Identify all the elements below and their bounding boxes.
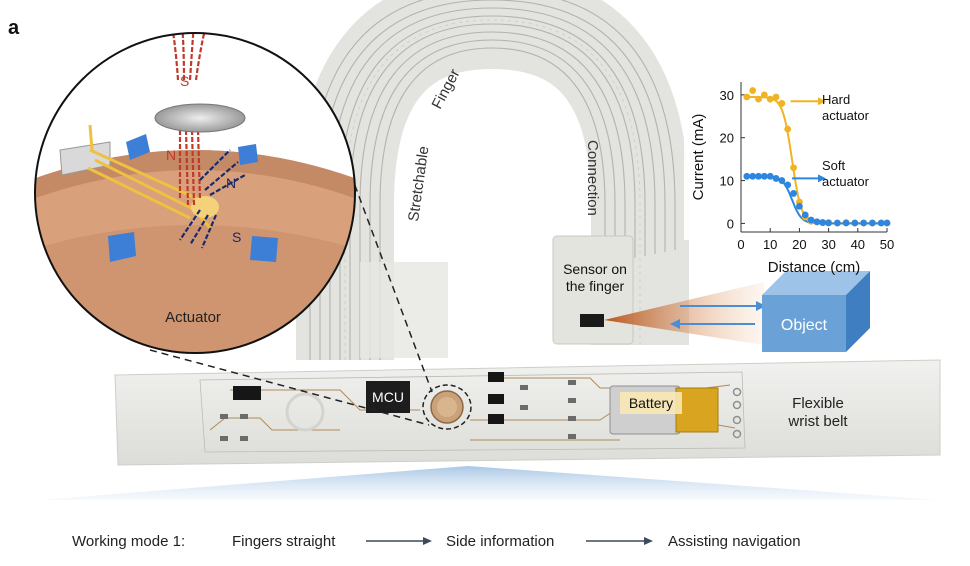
workflow-row: Working mode 1: Fingers straight Side in… bbox=[72, 533, 801, 550]
x-tick-label: 40 bbox=[851, 237, 865, 252]
data-point-soft bbox=[796, 202, 803, 210]
data-point-soft bbox=[784, 181, 792, 189]
object-label: Object bbox=[781, 317, 828, 334]
data-point-soft bbox=[825, 219, 832, 227]
zoom-line-upper bbox=[337, 139, 433, 393]
y-tick-label: 20 bbox=[720, 131, 734, 146]
belt-expansion-fan bbox=[40, 466, 940, 500]
data-point-soft bbox=[877, 219, 885, 227]
sensor-chip bbox=[580, 314, 604, 327]
data-point-soft bbox=[760, 172, 768, 180]
actuator-label: Actuator bbox=[165, 309, 221, 326]
x-tick-label: 30 bbox=[821, 237, 835, 252]
sensing-beam bbox=[604, 282, 764, 345]
pole-s-bottom: S bbox=[232, 229, 241, 245]
data-point-soft bbox=[766, 172, 774, 180]
data-point-soft bbox=[883, 219, 891, 227]
data-point-hard bbox=[778, 100, 786, 107]
data-point-hard bbox=[766, 95, 774, 103]
legend-arrow-head bbox=[818, 174, 826, 183]
data-point-soft bbox=[833, 219, 841, 227]
data-point-soft bbox=[790, 190, 797, 197]
battery-label: Battery bbox=[629, 395, 673, 411]
workflow-arrow-2 bbox=[586, 537, 653, 545]
stretchable-finger bbox=[296, 0, 689, 360]
pole-n-right: N bbox=[226, 175, 236, 191]
belt-label-line2: wrist belt bbox=[787, 413, 848, 430]
data-point-hard bbox=[790, 164, 797, 172]
panel-letter: a bbox=[8, 17, 20, 39]
legend-arrow-head bbox=[818, 97, 826, 106]
x-tick-label: 50 bbox=[880, 237, 894, 252]
data-point-soft bbox=[851, 219, 859, 227]
belt-label-line1: Flexible bbox=[792, 395, 844, 412]
chart-x-label: Distance (cm) bbox=[768, 259, 861, 276]
data-point-soft bbox=[801, 211, 809, 219]
mcu-chip bbox=[366, 381, 410, 413]
data-point-hard bbox=[743, 93, 751, 101]
data-point-soft bbox=[869, 219, 876, 227]
y-tick-label: 10 bbox=[720, 174, 734, 189]
data-point-hard bbox=[755, 95, 762, 103]
actuator-highlight bbox=[422, 384, 472, 430]
data-point-soft bbox=[743, 172, 751, 180]
pole-n-left: N bbox=[166, 147, 176, 163]
y-tick-label: 30 bbox=[720, 88, 734, 103]
signal-arrows bbox=[670, 301, 766, 329]
data-point-hard bbox=[772, 93, 780, 101]
workflow-arrow-1 bbox=[366, 537, 432, 545]
workflow-step-3: Assisting navigation bbox=[668, 533, 801, 550]
legend-label-line2: actuator bbox=[822, 174, 870, 189]
x-tick-label: 0 bbox=[737, 237, 744, 252]
data-point-soft bbox=[778, 177, 786, 184]
actuator-zoom bbox=[34, 32, 356, 354]
working-mode-label: Working mode 1: bbox=[72, 533, 185, 550]
legend-label-line1: Hard bbox=[822, 92, 850, 107]
chart-y-label: Current (mA) bbox=[690, 114, 707, 201]
data-point-hard bbox=[784, 125, 792, 133]
data-point-soft bbox=[860, 219, 868, 227]
data-point-hard bbox=[760, 91, 768, 99]
data-point-hard bbox=[749, 87, 757, 94]
data-point-soft bbox=[755, 172, 762, 180]
workflow-step-2: Side information bbox=[446, 533, 554, 550]
label-sensor-line1: Sensor on bbox=[563, 261, 627, 277]
pole-s-top: S bbox=[180, 73, 189, 89]
x-tick-label: 20 bbox=[792, 237, 806, 252]
object-cube bbox=[762, 271, 870, 352]
data-point-soft bbox=[807, 216, 815, 224]
mcu-label: MCU bbox=[372, 389, 404, 405]
data-point-soft bbox=[842, 219, 850, 227]
label-connection: Connection bbox=[584, 140, 601, 216]
legend-label-line2: actuator bbox=[822, 108, 870, 123]
data-point-soft bbox=[749, 172, 757, 180]
battery-label-bg bbox=[620, 392, 682, 414]
workflow-step-1: Fingers straight bbox=[232, 533, 336, 550]
label-stretchable: Stretchable bbox=[405, 145, 432, 223]
zoom-line-lower bbox=[149, 349, 430, 426]
y-tick-label: 0 bbox=[727, 216, 734, 231]
x-tick-label: 10 bbox=[763, 237, 777, 252]
data-point-soft bbox=[819, 219, 827, 226]
label-sensor-line2: the finger bbox=[566, 278, 625, 294]
legend-label-line1: Soft bbox=[822, 158, 846, 173]
data-point-soft bbox=[813, 218, 821, 226]
data-point-soft bbox=[772, 175, 780, 182]
